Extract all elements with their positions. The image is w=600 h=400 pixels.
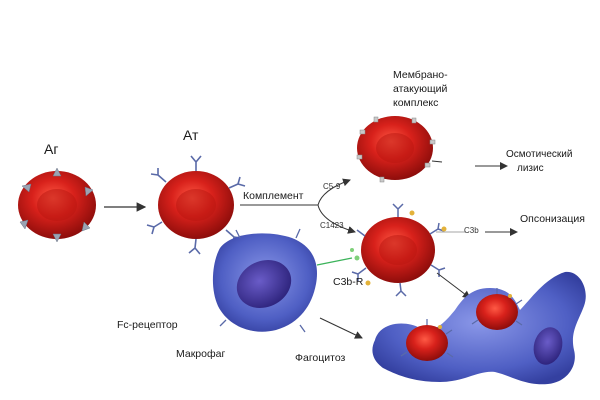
label-mac-line2: атакующий <box>393 83 448 95</box>
opsonized-cell <box>350 203 466 297</box>
label-c3b-r: C3b-R <box>333 276 364 288</box>
label-mac-line3: комплекс <box>393 97 439 109</box>
label-phagocytosis: Фагоцитоз <box>295 352 346 364</box>
label-fc-receptor: Fc-рецептор <box>117 319 178 331</box>
phagocyte-cell <box>372 271 586 385</box>
label-osmotic-line1: Осмотический <box>506 149 573 160</box>
label-opsonization: Опсонизация <box>520 213 585 225</box>
arrow-to-phagocytosis <box>319 317 363 339</box>
label-mac-line1: Мембрано- <box>393 69 448 81</box>
arrow-to-opsonized <box>317 204 356 234</box>
label-antigen: Аг <box>44 141 59 157</box>
arrow-to-mac <box>317 178 351 206</box>
label-c1423: C1423 <box>320 221 344 230</box>
mac-lysed-cell <box>356 116 443 183</box>
arrow-to-phagocyte <box>436 272 471 299</box>
antibody-coated-cell <box>146 155 246 255</box>
macrophage-cell <box>212 228 353 333</box>
label-c5-9: C5-9 <box>323 182 341 191</box>
label-osmotic-line2: лизис <box>517 163 544 174</box>
label-macrophage: Макрофаг <box>176 348 226 360</box>
label-c3b: C3b <box>464 226 479 235</box>
antigen-cell <box>18 167 96 243</box>
label-complement: Комплемент <box>243 190 304 202</box>
label-antibody: Ат <box>183 127 199 143</box>
